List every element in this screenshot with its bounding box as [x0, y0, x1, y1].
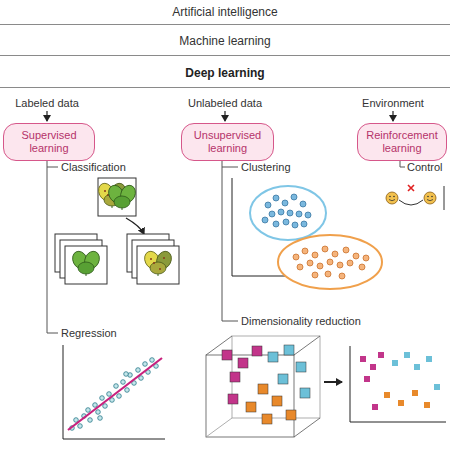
node-text: Reinforcement learning [364, 129, 440, 155]
input-label: Labeled data [15, 97, 79, 110]
dimensionality-illustration [206, 336, 446, 437]
regression-plot [63, 345, 165, 439]
node-text: Supervised learning [10, 129, 88, 155]
task-label: Classification [61, 161, 126, 174]
node-text: Deep learning [185, 66, 264, 80]
task-label: Control [407, 161, 442, 174]
task-label: Regression [61, 327, 117, 340]
dl-band: Deep learning [0, 59, 450, 88]
node-text: Machine learning [179, 34, 270, 48]
method-box: Unsupervised learning [181, 123, 274, 161]
method-box: Reinforcement learning [357, 123, 447, 161]
input-arrows [47, 111, 393, 121]
clustering-plot [232, 178, 382, 289]
classification-illustration [55, 178, 179, 284]
method-box: Supervised learning [3, 123, 95, 161]
input-label: Environment [362, 97, 424, 110]
node-text: Unsupervised learning [188, 129, 267, 155]
input-label: Unlabeled data [188, 97, 262, 110]
task-label: Clustering [241, 161, 291, 174]
control-illustration [386, 185, 444, 210]
ai-band: Artificial intelligence [0, 0, 450, 25]
tree-lines [47, 161, 405, 333]
node-text: Artificial intelligence [172, 5, 277, 19]
ml-band: Machine learning [0, 27, 450, 56]
task-label: Dimensionality reduction [241, 315, 361, 328]
